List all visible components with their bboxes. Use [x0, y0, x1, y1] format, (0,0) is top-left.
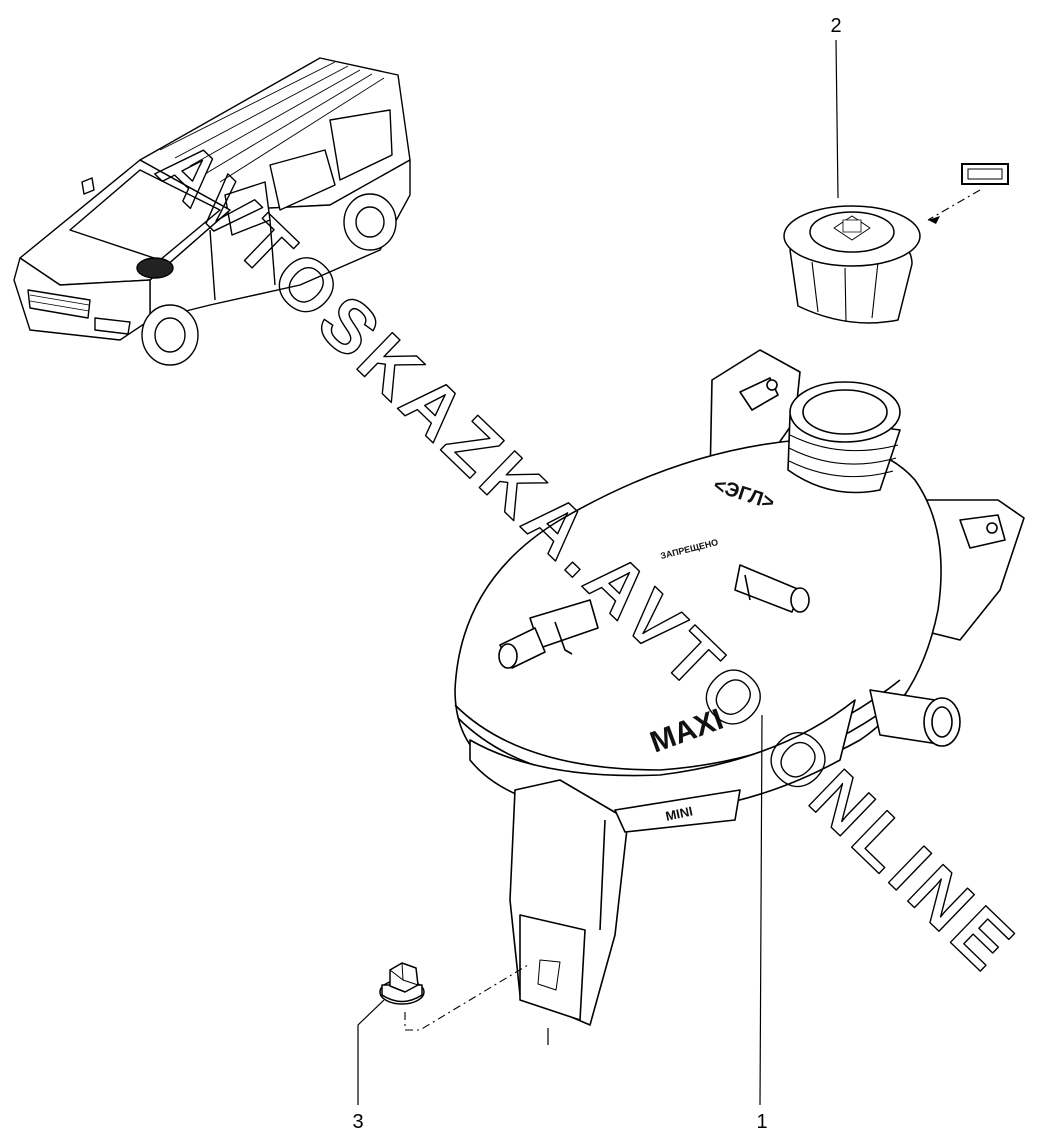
radiator-cap-icon — [783, 205, 921, 324]
label-sticker-icon — [961, 163, 1009, 185]
expansion-tank-icon — [454, 349, 1025, 1026]
callout-number-3: 3 — [352, 1111, 363, 1133]
sticker-arrow-icon — [928, 216, 940, 224]
callout-3-leader — [357, 999, 385, 1105]
callout-1-leader — [759, 714, 763, 1106]
flange-nut-icon — [379, 962, 425, 1005]
callout-number-1: 1 — [756, 1111, 767, 1133]
van-icon — [13, 57, 411, 366]
sticker-leader-line — [927, 189, 981, 221]
nut-leader-line — [404, 964, 529, 1031]
tank-level-mini: MINI — [664, 803, 694, 823]
callout-2-leader — [835, 39, 839, 199]
callout-number-2: 2 — [830, 15, 841, 37]
